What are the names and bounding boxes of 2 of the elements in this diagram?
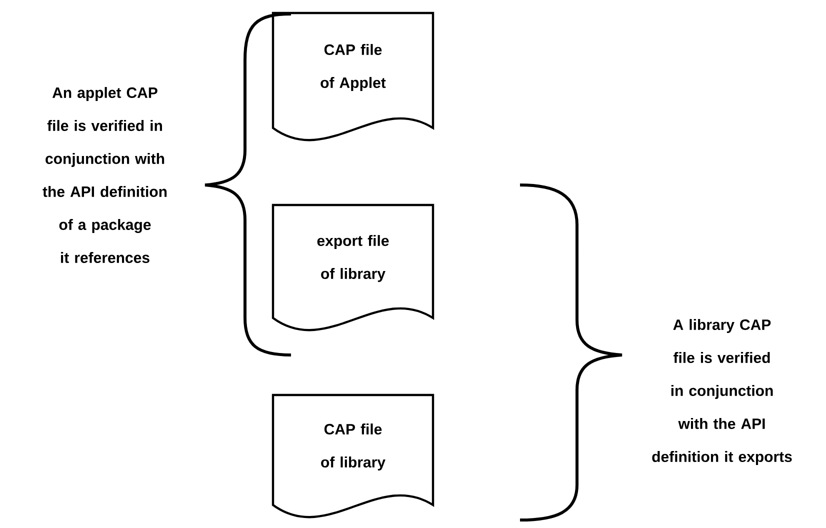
annotation-text: A library CAP file is verified in conjunction with the API definition it exports: [652, 319, 792, 465]
annotation-text: An applet CAP file is verified in conjunction with the API definition of a package it references: [42, 87, 167, 263]
